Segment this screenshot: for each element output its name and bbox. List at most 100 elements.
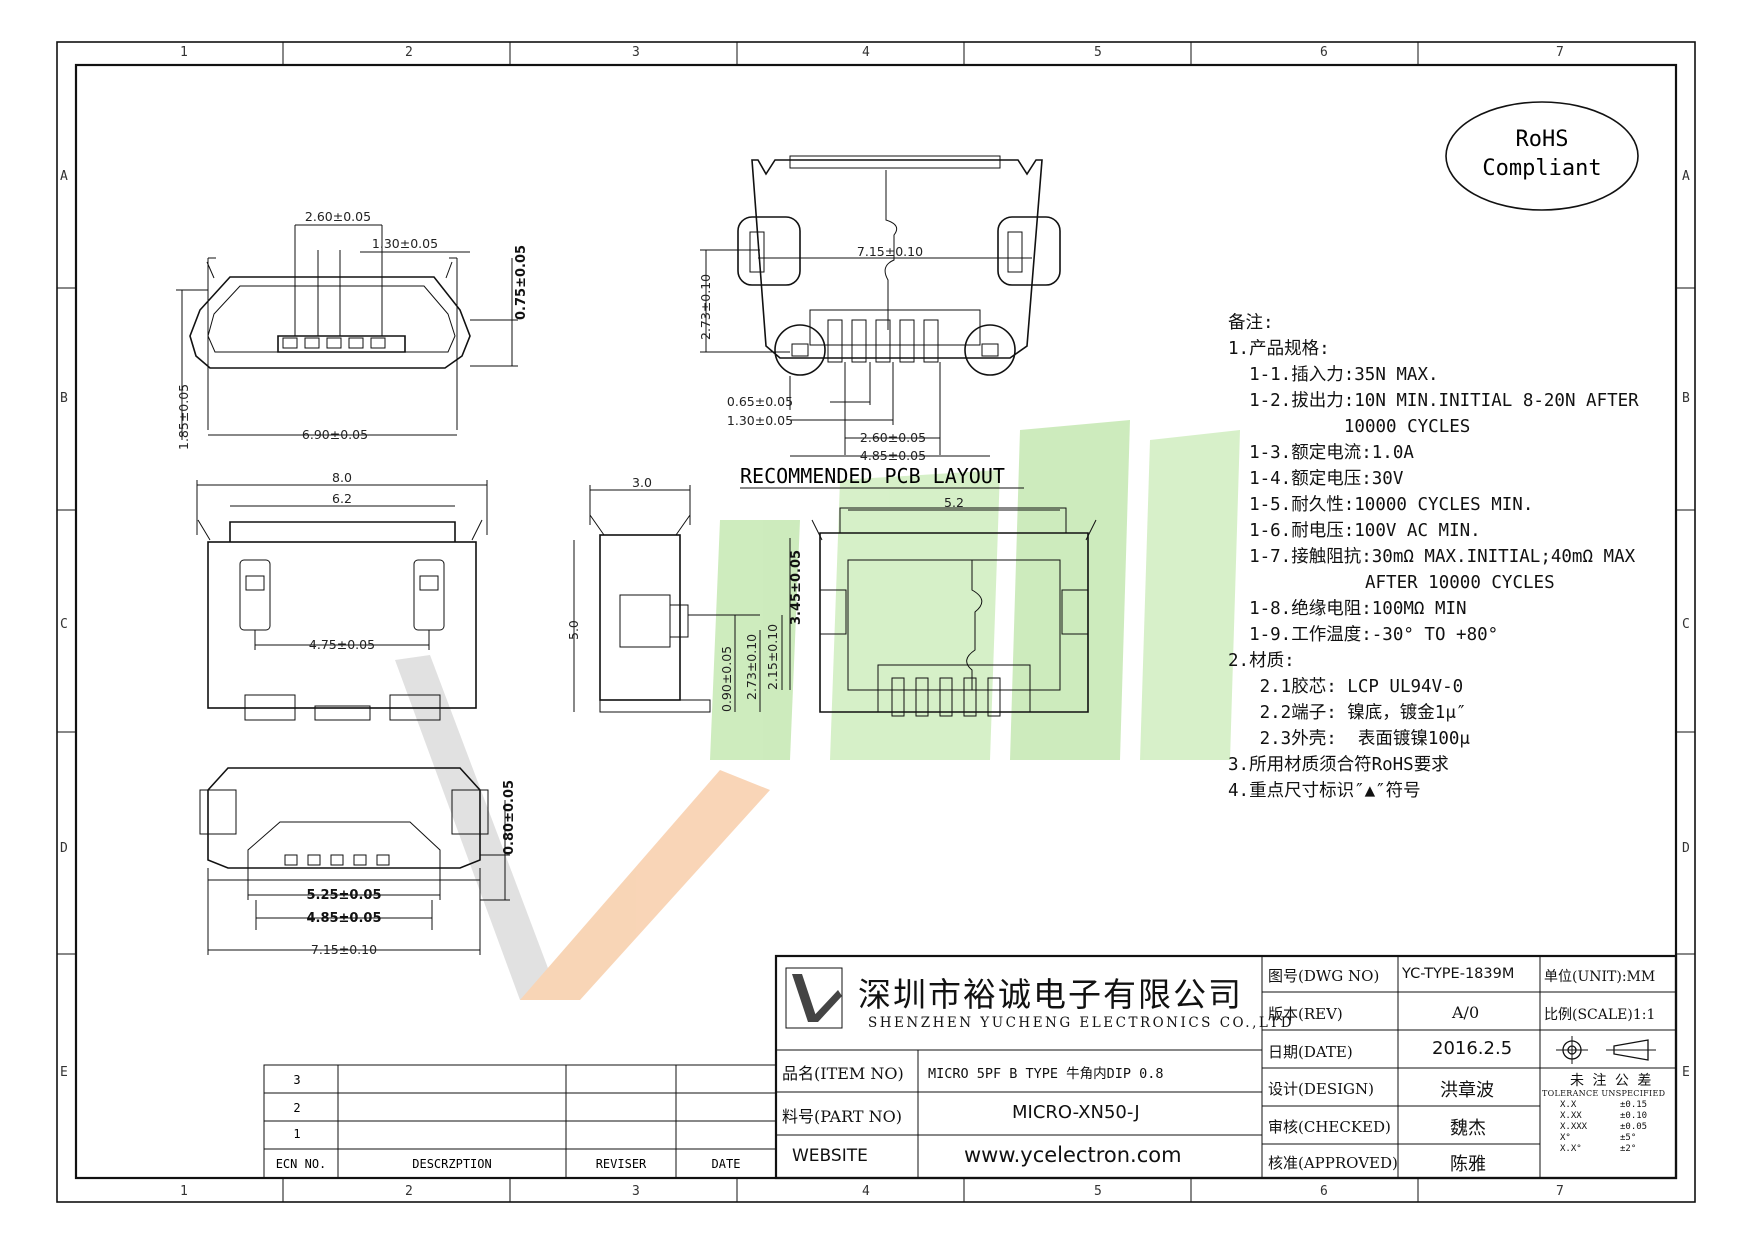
zone-row-d: D [60,841,68,856]
zone-col-5b: 5 [1094,1184,1102,1199]
tolerance-sub: TOLERANCE UNSPECIFIED [1542,1089,1666,1098]
dwg-no-value: YC-TYPE-1839M [1402,966,1515,982]
front-view: 2.60±0.05 1.30±0.05 0.75±0.05 1.85±0.05 … [176,209,529,450]
dim-2-73a: 2.73±0.10 [698,274,713,340]
dim-0-80: 0.80±0.05 [502,780,517,855]
note-line: 3.所用材质须合符RoHS要求 [1228,755,1449,775]
rev-header-date: DATE [712,1157,741,1171]
rohs-line1: RoHS [1516,127,1569,152]
zone-row-a: A [60,169,68,184]
zone-col-7: 7 [1556,45,1564,60]
watermark-logo [395,420,1240,1000]
rohs-line2: Compliant [1482,156,1601,181]
dim-7-15a: 7.15±0.10 [857,244,923,259]
dim-1-85: 1.85±0.05 [176,384,191,450]
revision-table [263,1064,777,1179]
zone-row-a-r: A [1682,169,1690,184]
dim-6-90: 6.90±0.05 [302,427,368,442]
rev-row-2: 2 [293,1101,300,1115]
note-line: 2.2端子: 镍底，镀金1μ″ [1228,703,1467,723]
note-line: 1-7.接触阻抗:30mΩ MAX.INITIAL;40mΩ MAX [1228,547,1636,567]
rev-row-1: 1 [293,1127,300,1141]
dim-6-2: 6.2 [332,491,352,506]
note-line: 1-6.耐电压:100V AC MIN. [1228,521,1481,541]
approved-value: 陈雅 [1450,1154,1486,1175]
note-line: 10000 CYCLES [1228,417,1471,437]
dim-0-90: 0.90±0.05 [719,646,734,712]
zone-col-3b: 3 [632,1184,640,1199]
zone-col-2: 2 [405,45,413,60]
dim-1-30: 1.30±0.05 [372,236,438,251]
note-line: 2.3外壳: 表面镀镍100μ [1228,729,1470,749]
tolerance-title: 未 注 公 差 [1570,1073,1654,1089]
design-value: 洪章波 [1440,1080,1494,1101]
dim-4-85b: 4.85±0.05 [306,911,381,926]
zone-row-b-r: B [1682,391,1690,406]
dim-3-45: 3.45±0.05 [789,550,804,625]
tol-key: X.XX [1560,1111,1582,1121]
company-name-cn: 深圳市裕诚电子有限公司 [858,975,1243,1014]
tol-key: X.X [1560,1100,1577,1110]
rev-header-reviser: REVISER [596,1157,647,1171]
tol-val: ±0.15 [1620,1100,1648,1110]
dim-5-0: 5.0 [566,620,581,640]
side-view: 3.0 5.0 0.90±0.05 2.73±0.10 [566,475,761,713]
scale-label: 比例(SCALE)1:1 [1544,1007,1656,1023]
zone-col-6b: 6 [1320,1184,1328,1199]
tol-key: X.XXX [1560,1122,1588,1132]
rev-value: A/0 [1452,1003,1480,1022]
tol-val: ±0.10 [1620,1111,1648,1121]
note-line: 2.材质: [1228,651,1295,671]
dim-1-30b: 1.30±0.05 [727,413,793,428]
pcb-side-view: 5.2 3.45±0.05 2.15±0.10 [765,495,1097,717]
zone-row-c: C [60,617,68,632]
projection-symbol [1556,1036,1656,1064]
note-line: 2.1胶芯: LCP UL94V-0 [1228,677,1464,697]
pcb-layout-title: RECOMMENDED PCB LAYOUT [740,464,1005,488]
zone-col-5: 5 [1094,45,1102,60]
checked-label: 审核(CHECKED) [1268,1118,1391,1136]
part-no-value: MICRO-XN50-J [1012,1102,1140,1123]
note-line: 1.产品规格: [1228,339,1330,359]
tol-key: X.X° [1560,1144,1582,1154]
zone-row-b: B [60,391,68,406]
title-block-grid [774,954,1678,1180]
tol-val: ±2° [1620,1144,1637,1154]
zone-col-6: 6 [1320,45,1328,60]
dim-4-75: 4.75±0.05 [309,637,375,652]
checked-value: 魏杰 [1450,1118,1486,1139]
dim-5-2: 5.2 [944,495,964,510]
tol-key: X° [1560,1133,1571,1143]
dim-0-65: 0.65±0.05 [727,394,793,409]
dim-2-15: 2.15±0.10 [765,624,780,690]
revision-table-text: 3 2 1 ECN NO. DESCRZPTION REVISER DATE [276,1073,741,1171]
part-no-label: 料号(PART NO) [782,1107,902,1126]
website-value: www.ycelectron.com [964,1143,1182,1167]
note-line: 1-3.额定电流:1.0A [1228,443,1414,463]
bottom-view: 0.80±0.05 5.25±0.05 4.85±0.05 7.15±0.10 [199,767,517,957]
zone-col-4b: 4 [862,1184,870,1199]
body-top-view: 8.0 6.2 4.75±0.05 [196,470,488,721]
note-line: 1-4.额定电压:30V [1228,469,1404,489]
rohs-stamp: RoHS Compliant [1445,101,1639,211]
zone-row-e: E [60,1065,68,1080]
rev-row-3: 3 [293,1073,300,1087]
unit-label: 单位(UNIT):MM [1544,969,1656,985]
dim-0-75: 0.75±0.05 [514,245,529,320]
zone-col-7b: 7 [1556,1184,1564,1199]
company-name-en: SHENZHEN YUCHENG ELECTRONICS CO.,LTD [868,1015,1295,1031]
company-logo [785,967,843,1029]
top-view: 7.15±0.10 2.73±0.10 0.65±0.05 1.30±0.05 … [698,155,1061,489]
rev-label: 版本(REV) [1268,1005,1343,1023]
zone-row-e-r: E [1682,1065,1690,1080]
tol-val: ±5° [1620,1133,1637,1143]
item-no-label: 品名(ITEM NO) [782,1064,904,1083]
zone-labels: 1 2 3 4 5 6 7 1 2 3 4 5 6 7 A B C D E A … [60,45,1690,1199]
note-line: 1-9.工作温度:-30° TO +80° [1228,625,1499,645]
notes-block: 备注: 1.产品规格: 1-1.插入力:35N MAX. 1-2.拔出力:10N… [1228,310,1658,804]
dim-8-0: 8.0 [332,470,352,485]
note-line: AFTER 10000 CYCLES [1228,573,1555,593]
note-line: 备注: [1228,313,1274,333]
